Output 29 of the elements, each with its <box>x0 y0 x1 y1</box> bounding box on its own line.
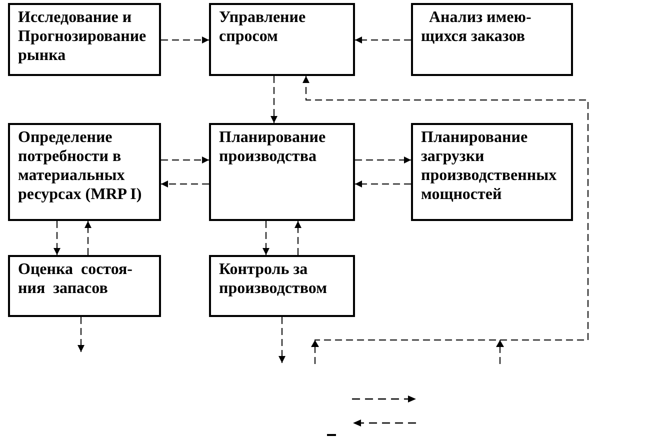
process-box <box>209 255 355 317</box>
process-box <box>8 255 161 317</box>
process-label: Управление спросом <box>219 8 307 46</box>
process-box <box>8 123 161 221</box>
arrow <box>160 156 210 164</box>
arrow <box>278 316 286 364</box>
process-label: Анализ имею- щихся заказов <box>421 8 532 46</box>
arrow <box>354 180 412 188</box>
process-box <box>8 3 161 76</box>
arrow <box>354 156 412 164</box>
process-label: Планирование производства <box>219 128 327 166</box>
process-box <box>411 123 573 221</box>
process-label: Определение потребности в материальных ресурсах (MRP I) <box>18 128 143 204</box>
arrow <box>262 220 270 256</box>
arrow <box>84 220 92 256</box>
process-label: Оценка состоя- ния запасов <box>18 260 134 298</box>
arrow <box>160 36 210 44</box>
process-box <box>411 3 573 76</box>
arrow <box>270 76 278 124</box>
arrow <box>294 220 302 256</box>
arrow <box>160 180 210 188</box>
process-box <box>209 123 355 221</box>
process-label: Планирование загрузки производственных мощностей <box>421 128 558 204</box>
process-label: Контроль за производством <box>219 260 328 298</box>
process-box <box>209 3 355 76</box>
arrow <box>354 36 412 44</box>
arrow <box>78 316 84 352</box>
arrow <box>54 220 60 256</box>
process-label: Исследование и Прогнозирование рынка <box>18 8 148 65</box>
